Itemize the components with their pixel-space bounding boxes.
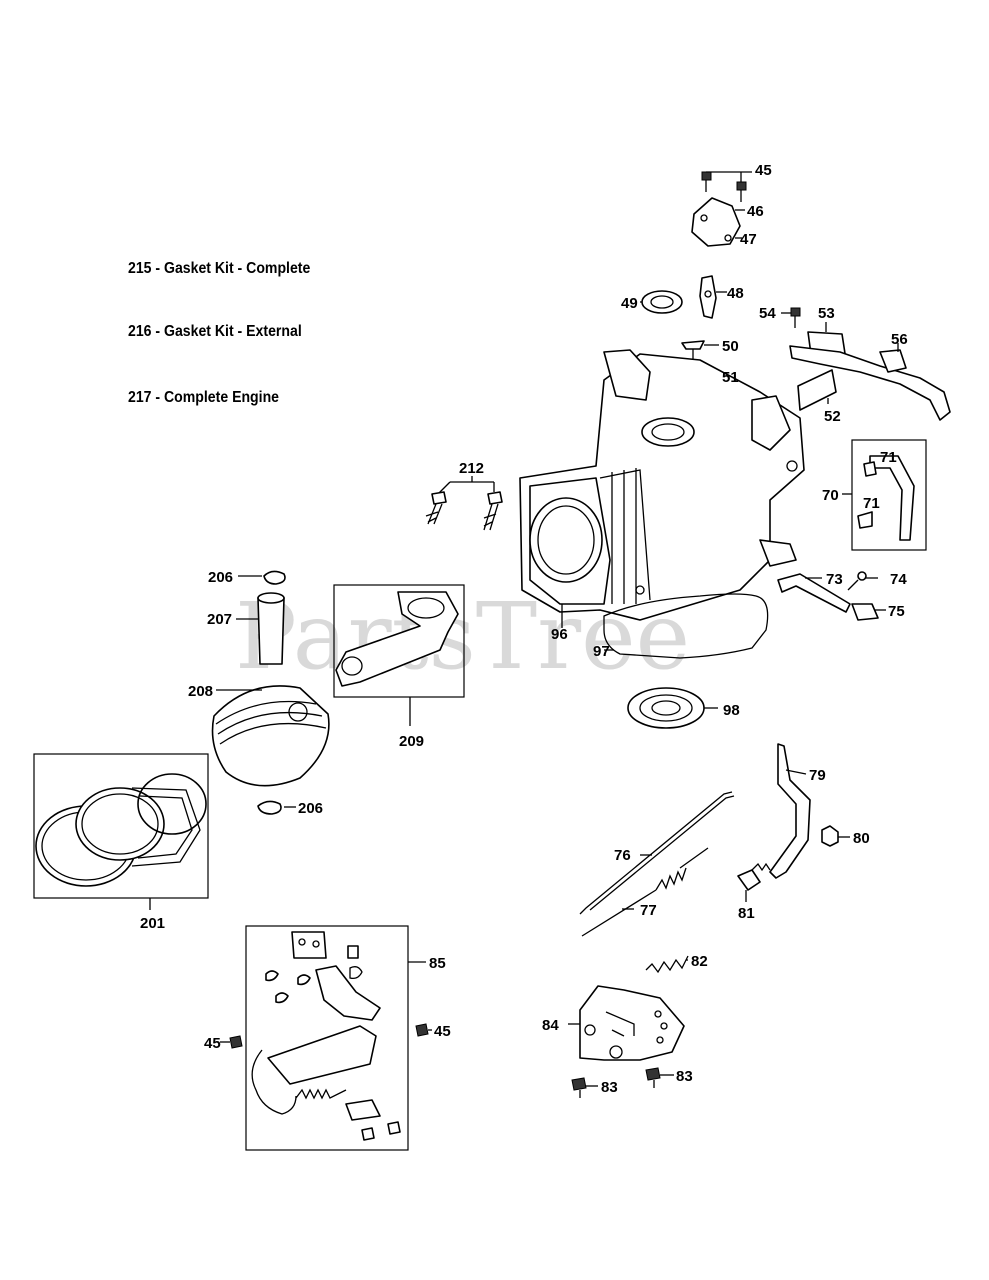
callout-74: 74	[890, 571, 907, 588]
callout-207: 207	[207, 611, 232, 628]
bolts-212	[425, 476, 503, 531]
nut-80	[821, 825, 850, 847]
linkage-rod-76	[579, 791, 735, 915]
callout-56: 56	[891, 331, 908, 348]
clip-206-bottom	[257, 800, 296, 815]
cover-46-47	[691, 197, 745, 247]
shaft-73	[777, 573, 851, 613]
callout-84: 84	[542, 1017, 559, 1034]
callout-209: 209	[399, 733, 424, 750]
callout-46: 46	[747, 203, 764, 220]
gasket-97	[603, 593, 769, 659]
callout-45-right: 45	[434, 1023, 451, 1040]
pin-74	[847, 571, 878, 591]
callout-80: 80	[853, 830, 870, 847]
callout-70: 70	[822, 487, 839, 504]
callout-76: 76	[614, 847, 631, 864]
screw-45-top	[701, 171, 752, 202]
callout-53: 53	[818, 305, 835, 322]
callout-96: 96	[551, 626, 568, 643]
control-assembly-85	[251, 931, 426, 1141]
callout-71-a: 71	[880, 449, 897, 466]
governor-spring-77	[581, 847, 709, 937]
piston-rings-201	[35, 773, 207, 910]
piston-208	[211, 685, 330, 787]
box-201	[33, 753, 209, 899]
callout-85: 85	[429, 955, 446, 972]
callout-82: 82	[691, 953, 708, 970]
callout-83-left: 83	[601, 1079, 618, 1096]
governor-arm-79	[769, 743, 811, 879]
callout-52: 52	[824, 408, 841, 425]
box-70	[851, 439, 927, 551]
connecting-rod-209	[335, 591, 459, 726]
callout-208: 208	[188, 683, 213, 700]
callout-45-top: 45	[755, 162, 772, 179]
callout-206-top: 206	[208, 569, 233, 586]
screws-83	[571, 1067, 674, 1098]
callout-51: 51	[722, 369, 739, 386]
callout-73: 73	[826, 571, 843, 588]
bracket-84	[568, 985, 685, 1061]
legend-complete-engine: 217 - Complete Engine	[128, 389, 280, 406]
callout-48: 48	[727, 285, 744, 302]
callout-47: 47	[740, 231, 757, 248]
screws-45-bottom	[220, 1023, 432, 1049]
box-209	[333, 584, 465, 698]
callout-98: 98	[723, 702, 740, 719]
callout-206-bottom: 206	[298, 800, 323, 817]
legend-gasket-kit-complete: 215 - Gasket Kit - Complete	[128, 260, 311, 277]
callout-71-b: 71	[863, 495, 880, 512]
ignition-assembly	[781, 307, 951, 421]
spring-82	[645, 955, 689, 974]
callout-45-left: 45	[204, 1035, 221, 1052]
box-85	[245, 925, 409, 1151]
callout-77: 77	[640, 902, 657, 919]
bushing-75	[851, 603, 886, 621]
callout-212: 212	[459, 460, 484, 477]
tube-70	[842, 455, 915, 541]
bearing-98	[627, 687, 718, 729]
callout-54: 54	[759, 305, 776, 322]
callout-49: 49	[621, 295, 638, 312]
callout-75: 75	[888, 603, 905, 620]
callout-83-right: 83	[676, 1068, 693, 1085]
callout-81: 81	[738, 905, 755, 922]
legend-gasket-kit-external: 216 - Gasket Kit - External	[128, 323, 302, 340]
callout-79: 79	[809, 767, 826, 784]
crankcase-96	[519, 349, 805, 628]
part-48	[699, 275, 727, 319]
callout-50: 50	[722, 338, 739, 355]
callout-97: 97	[593, 643, 610, 660]
clip-206-top	[238, 570, 286, 585]
callout-201: 201	[140, 915, 165, 932]
part-81	[737, 862, 771, 902]
seal-49	[640, 290, 683, 314]
piston-pin-207	[236, 592, 285, 665]
